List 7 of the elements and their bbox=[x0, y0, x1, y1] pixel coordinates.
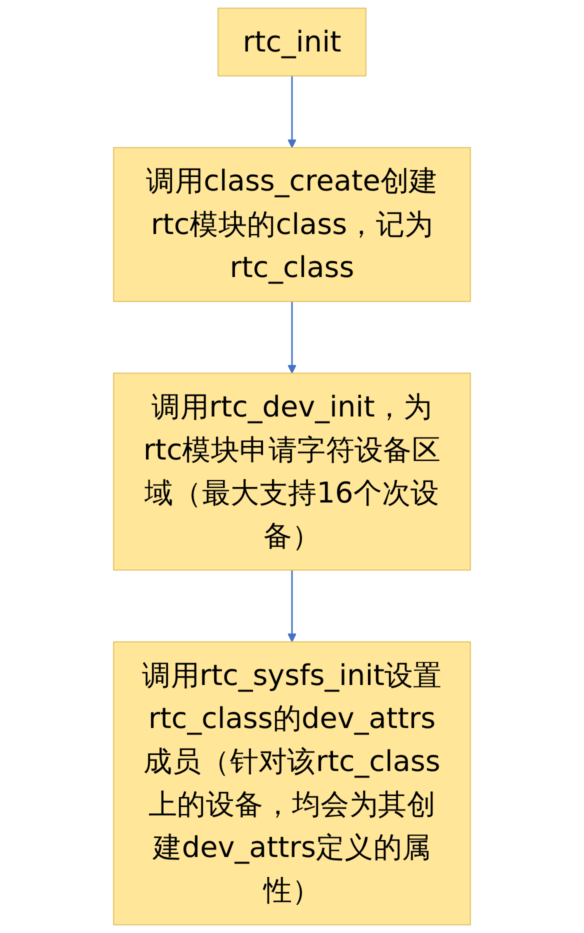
node-box: rtc_init bbox=[218, 8, 366, 76]
arrow bbox=[288, 76, 296, 148]
arrow bbox=[288, 301, 296, 374]
arrow bbox=[288, 570, 296, 642]
node-box: 调用class_create创建rtc模块的class，记为rtc_class bbox=[113, 147, 471, 302]
node-box: 调用rtc_dev_init，为rtc模块申请字符设备区域（最大支持16个次设备） bbox=[113, 372, 471, 571]
node-box: 调用rtc_sysfs_init设置rtc_class的dev_attrs成员（针对该rtc_class上的设备，均会为其创建dev_attrs定义的属性） bbox=[113, 641, 471, 926]
